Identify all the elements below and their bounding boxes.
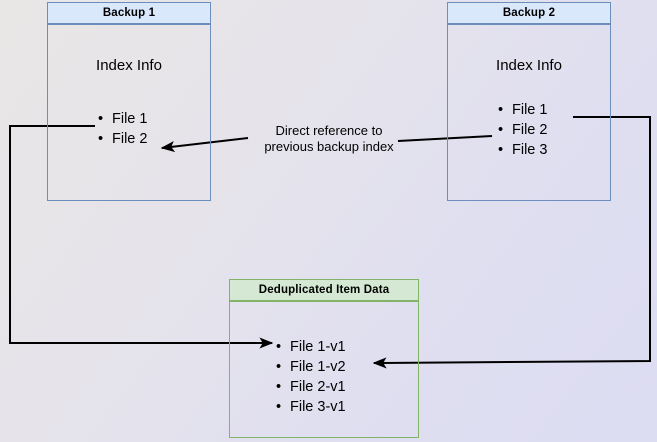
node-backup-1-header: Backup 1 [47, 2, 211, 24]
backup-2-item-list: File 1 File 2 File 3 [498, 100, 547, 160]
backup-2-index-info-label: Index Info [496, 57, 562, 74]
node-backup-1-body: Index Info File 1 File 2 [47, 24, 211, 201]
list-item: File 1 [98, 109, 147, 129]
list-item: File 1-v1 [276, 337, 346, 357]
edge-label-line-1: Direct reference to [275, 123, 383, 138]
list-item: File 1 [498, 100, 547, 120]
node-backup-1[interactable]: Backup 1 Index Info File 1 File 2 [47, 2, 211, 201]
list-item: File 2-v1 [276, 377, 346, 397]
list-item: File 3 [498, 140, 547, 160]
edge-label-direct-reference: Direct reference to previous backup inde… [247, 123, 411, 155]
list-item: File 3-v1 [276, 397, 346, 417]
edge-label-line-2: previous backup index [264, 139, 394, 154]
list-item: File 2 [98, 129, 147, 149]
node-backup-2-header: Backup 2 [447, 2, 611, 24]
backup-1-index-info-label: Index Info [96, 57, 162, 74]
node-backup-2-body: Index Info File 1 File 2 File 3 [447, 24, 611, 201]
dedup-item-list: File 1-v1 File 1-v2 File 2-v1 File 3-v1 [276, 337, 346, 417]
node-dedup-body: File 1-v1 File 1-v2 File 2-v1 File 3-v1 [229, 301, 419, 438]
list-item: File 2 [498, 120, 547, 140]
node-dedup-header: Deduplicated Item Data [229, 279, 419, 301]
backup-1-item-list: File 1 File 2 [98, 109, 147, 149]
list-item: File 1-v2 [276, 357, 346, 377]
node-deduplicated-item-data[interactable]: Deduplicated Item Data File 1-v1 File 1-… [229, 279, 419, 438]
node-backup-2[interactable]: Backup 2 Index Info File 1 File 2 File 3 [447, 2, 611, 201]
